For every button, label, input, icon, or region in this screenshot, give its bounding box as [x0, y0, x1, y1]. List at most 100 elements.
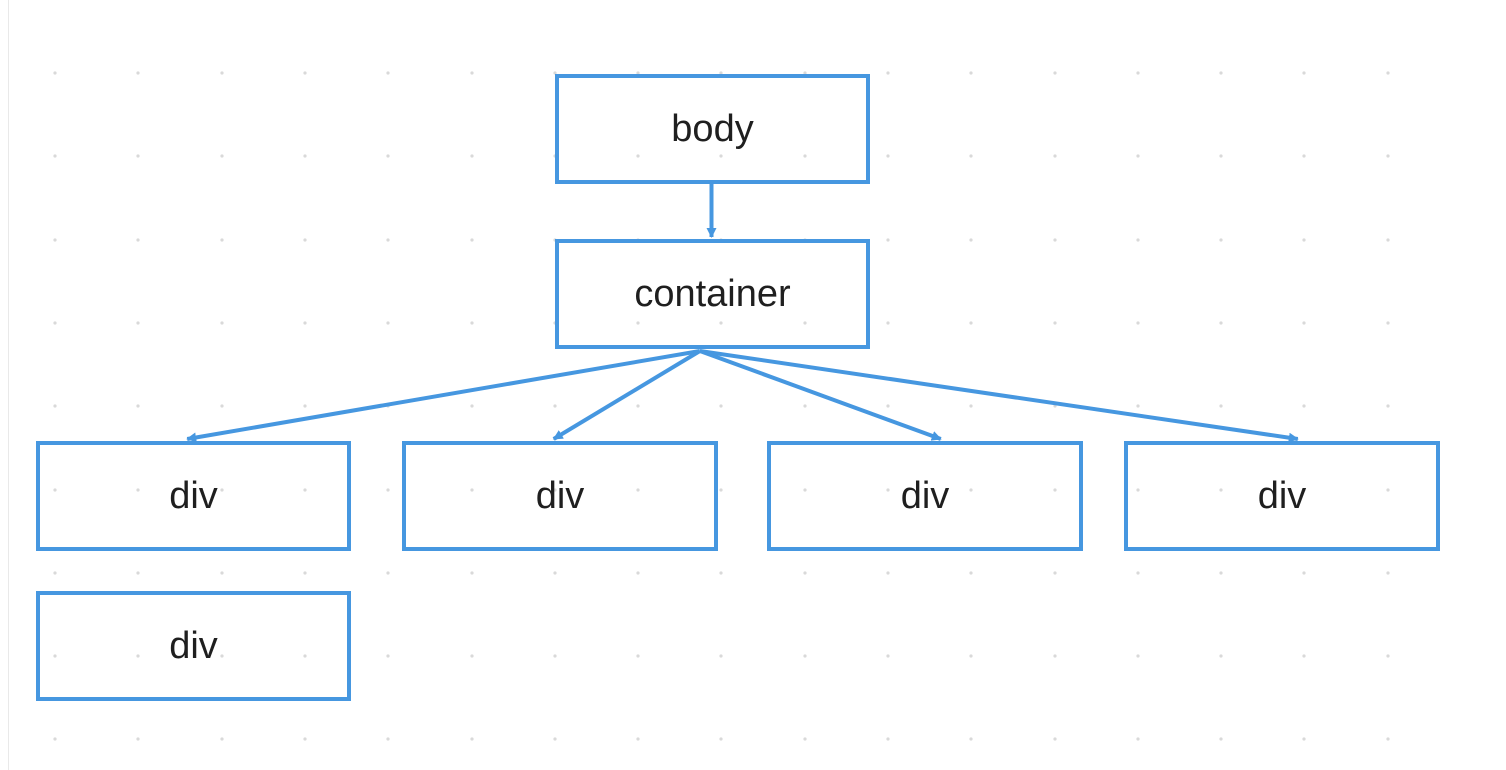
grid-dot — [969, 404, 973, 408]
grid-dot — [1136, 321, 1140, 325]
grid-dot — [1136, 154, 1140, 158]
grid-dot — [1219, 404, 1223, 408]
node-div-4-label: div — [1257, 475, 1307, 517]
edge-container-to-div4 — [699, 349, 1299, 443]
grid-dot — [470, 488, 474, 492]
grid-dot — [1136, 488, 1140, 492]
grid-dot — [470, 654, 474, 658]
node-div-1[interactable]: div — [36, 441, 351, 551]
grid-dot — [553, 488, 557, 492]
edge-container-to-div3 — [699, 349, 942, 441]
node-div-5-label: div — [169, 625, 218, 667]
grid-dot — [470, 571, 474, 575]
grid-dot — [1302, 404, 1306, 408]
grid-dot — [803, 654, 807, 658]
grid-dot — [1136, 238, 1140, 242]
grid-dot — [220, 404, 224, 408]
grid-dot — [1386, 321, 1390, 325]
grid-dot — [220, 321, 224, 325]
grid-dot — [53, 571, 57, 575]
grid-dot — [636, 654, 640, 658]
edge-container-to-div1 — [186, 349, 701, 443]
grid-dot — [220, 154, 224, 158]
grid-dot — [386, 654, 390, 658]
grid-dot — [636, 321, 640, 325]
grid-dot — [1053, 238, 1057, 242]
grid-dot — [1302, 654, 1306, 658]
canvas-left-border — [8, 0, 9, 770]
grid-dot — [220, 238, 224, 242]
grid-dot — [886, 654, 890, 658]
grid-dot — [1053, 488, 1057, 492]
grid-dot — [1136, 571, 1140, 575]
grid-dot — [969, 654, 973, 658]
grid-dot — [470, 71, 474, 75]
node-div-3-label: div — [900, 475, 950, 517]
node-body-label: body — [671, 108, 754, 150]
node-container[interactable]: container — [555, 239, 870, 349]
grid-dot — [719, 737, 723, 741]
grid-dot — [303, 488, 307, 492]
grid-dot — [969, 238, 973, 242]
grid-dot — [886, 737, 890, 741]
grid-dot — [386, 71, 390, 75]
grid-dot — [136, 571, 140, 575]
grid-dot — [220, 737, 224, 741]
grid-dot — [636, 154, 640, 158]
node-div-4[interactable]: div — [1124, 441, 1440, 551]
grid-dot — [1386, 71, 1390, 75]
grid-dot — [1053, 154, 1057, 158]
grid-dot — [1302, 571, 1306, 575]
grid-dot — [303, 654, 307, 658]
node-div-5[interactable]: div — [36, 591, 351, 701]
grid-dot — [803, 321, 807, 325]
grid-dot — [636, 488, 640, 492]
grid-dot — [136, 154, 140, 158]
grid-dot — [303, 737, 307, 741]
grid-dot — [136, 737, 140, 741]
grid-dot — [719, 488, 723, 492]
grid-dot — [886, 571, 890, 575]
grid-dot — [220, 488, 224, 492]
grid-dot — [969, 488, 973, 492]
node-div-2-label: div — [535, 475, 585, 517]
grid-dot — [220, 71, 224, 75]
grid-dot — [553, 654, 557, 658]
grid-dot — [470, 154, 474, 158]
grid-dot — [220, 654, 224, 658]
grid-dot — [803, 404, 807, 408]
grid-dot — [803, 488, 807, 492]
node-div-3[interactable]: div — [767, 441, 1083, 551]
grid-dot — [470, 404, 474, 408]
grid-dot — [1386, 488, 1390, 492]
grid-dot — [969, 71, 973, 75]
grid-dot — [1386, 571, 1390, 575]
grid-dot — [1302, 154, 1306, 158]
grid-dot — [1219, 737, 1223, 741]
grid-dot — [1136, 404, 1140, 408]
grid-dot — [53, 404, 57, 408]
grid-dot — [136, 654, 140, 658]
grid-dot — [1219, 571, 1223, 575]
grid-dot — [803, 154, 807, 158]
grid-dot — [303, 154, 307, 158]
grid-dot — [303, 404, 307, 408]
grid-dot — [886, 238, 890, 242]
grid-dot — [969, 321, 973, 325]
node-body[interactable]: body — [555, 74, 870, 184]
grid-dot — [386, 154, 390, 158]
node-div-1-label: div — [169, 475, 218, 517]
grid-dot — [386, 238, 390, 242]
grid-dot — [553, 571, 557, 575]
grid-dot — [53, 321, 57, 325]
grid-dot — [303, 571, 307, 575]
grid-dot — [470, 238, 474, 242]
grid-dot — [803, 71, 807, 75]
node-div-2[interactable]: div — [402, 441, 718, 551]
grid-dot — [1219, 321, 1223, 325]
node-container-label: container — [634, 273, 791, 315]
grid-dot — [1386, 654, 1390, 658]
grid-dot — [886, 404, 890, 408]
